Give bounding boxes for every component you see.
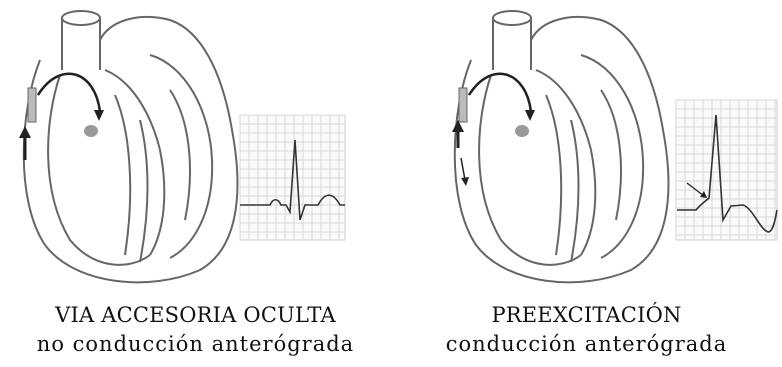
accessory-pathway [459, 88, 467, 122]
panel-hidden-pathway: VIA ACCESORIA OCULTA no conducción anter… [0, 0, 391, 367]
arrowhead-av [525, 110, 535, 121]
heart-outline [24, 11, 238, 282]
accessory-pathway [28, 88, 36, 122]
arrowhead-down [461, 177, 469, 186]
left-caption-subtitle: no conducción anterógrada [0, 332, 391, 356]
ecg-strip-left [240, 115, 345, 240]
anterograde-arrow [461, 158, 465, 180]
panel-preexcitation: PREEXCITACIÓN conducción anterógrada [391, 0, 782, 367]
right-caption-title: PREEXCITACIÓN [391, 303, 782, 327]
ecg-strip-right [676, 100, 777, 240]
arrowhead-av [94, 110, 104, 121]
heart-diagram-left [0, 0, 391, 300]
arrowhead-up [19, 126, 31, 138]
av-node [515, 125, 529, 137]
conduction-arrow-curve [469, 74, 531, 112]
av-node [84, 125, 98, 137]
heart-diagram-right [391, 0, 782, 300]
left-caption-title: VIA ACCESORIA OCULTA [0, 303, 391, 327]
heart-outline [455, 11, 669, 282]
right-caption-subtitle: conducción anterógrada [391, 332, 782, 356]
conduction-arrow-curve [38, 74, 100, 112]
